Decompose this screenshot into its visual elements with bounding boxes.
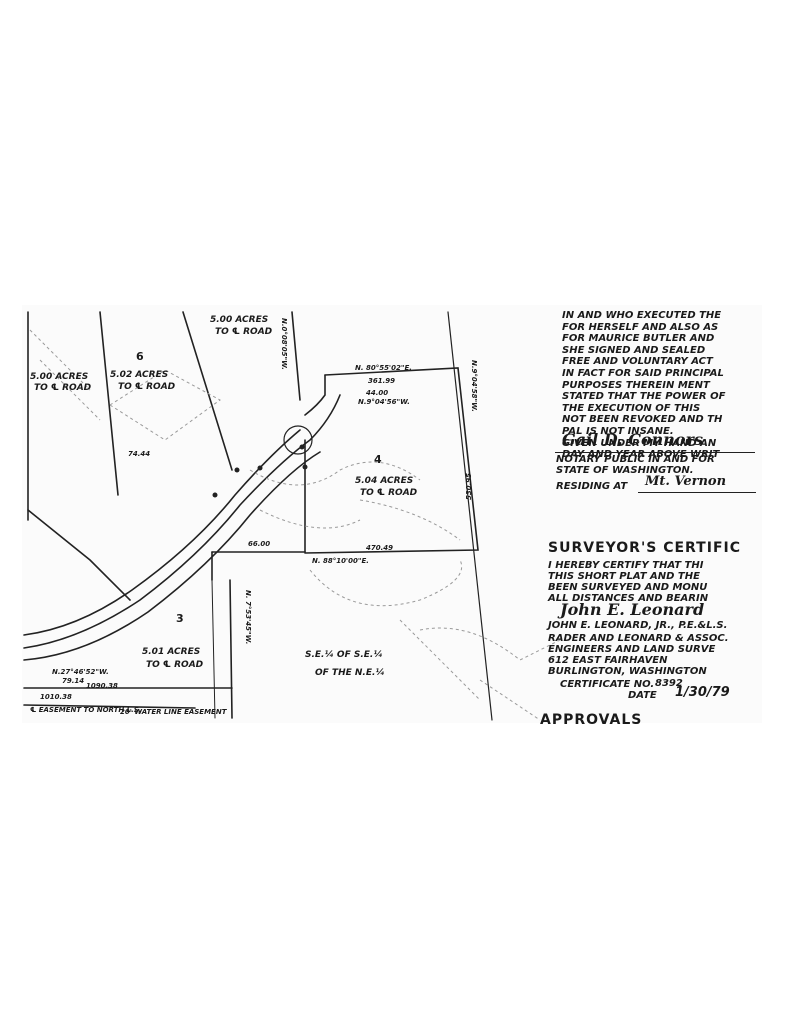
- bearing-right: N.9°04'58"W.: [470, 360, 478, 412]
- lot6-acres: 5.02 ACRES: [110, 370, 169, 380]
- lot-number-6: 6: [136, 350, 144, 363]
- bearing-top: N. 80°55'02"E.: [355, 364, 412, 372]
- notary-line: FOR MAURICE BUTLER AND: [562, 333, 715, 345]
- notary-line: FREE AND VOLUNTARY ACT: [562, 356, 713, 368]
- approvals-heading: APPROVALS: [540, 712, 643, 724]
- bearing-lot3: N. 7°53'45"W.: [244, 590, 252, 645]
- residing-label: RESIDING AT: [556, 481, 628, 492]
- notary-line: FOR HERSELF AND ALSO AS: [562, 321, 719, 333]
- surveyor-line: I HEREBY CERTIFY THAT THI: [548, 560, 704, 571]
- notary-line: SHE SIGNED AND SEALED: [562, 344, 706, 356]
- notary-block: IN AND WHO EXECUTED THE FOR HERSELF AND …: [562, 310, 762, 461]
- surveyor-name: JOHN E. LEONARD, JR., P.E.&L.S.: [548, 620, 728, 631]
- notary-line: DAY AND YEAR ABOVE WRIT: [562, 449, 720, 461]
- lot5-road: TO ℄ ROAD: [215, 327, 273, 337]
- lot4-boundary: [304, 367, 479, 554]
- quarter-section-line2: OF THE N.E.¼: [315, 668, 385, 678]
- lot3-road: TO ℄ ROAD: [146, 660, 204, 670]
- bearing-bottom: N. 88°10'00"E.: [312, 557, 369, 565]
- surveyor-city: BURLINGTON, WASHINGTON: [548, 666, 707, 677]
- south-easement: ℄ EASEMENT TO NORTH L.S.: [30, 706, 142, 714]
- residing-value: Mt. Vernon: [645, 474, 727, 489]
- bearing-easement: N.27°46'52"W.: [52, 668, 109, 676]
- dist-1090: 1090.38: [86, 682, 118, 690]
- notary-line: NOT BEEN REVOKED AND TH: [562, 414, 723, 426]
- notary-line: PURPOSES THEREIN MENT: [562, 379, 710, 391]
- cert-label: CERTIFICATE NO.: [560, 679, 655, 690]
- lot-number-3: 3: [176, 612, 184, 625]
- date-label: DATE: [628, 690, 657, 701]
- scanned-plat-region: [22, 305, 762, 723]
- bearing-mid: N.9°04'56"W.: [358, 398, 410, 406]
- notary-line: IN FACT FOR SAID PRINCIPAL: [562, 367, 724, 379]
- residing-underline: [638, 492, 756, 493]
- dist-easement: 79.14: [62, 677, 85, 685]
- water-easement: 20' WATER LINE EASEMENT: [120, 708, 227, 716]
- surveyor-address: 612 EAST FAIRHAVEN: [548, 655, 668, 666]
- surveyor-heading: SURVEYOR'S CERTIFIC: [548, 540, 741, 556]
- surveyor-firm1: RADER AND LEONARD & ASSOC.: [548, 633, 729, 644]
- surveyor-line: THIS SHORT PLAT AND THE: [548, 571, 700, 582]
- lot7-road: TO ℄ ROAD: [34, 383, 92, 393]
- lot5-acres: 5.00 ACRES: [210, 315, 269, 325]
- lot6-road: TO ℄ ROAD: [118, 382, 176, 392]
- surveyor-line: ALL DISTANCES AND BEARIN: [548, 593, 709, 604]
- surveyor-firm2: ENGINEERS AND LAND SURVE: [548, 644, 716, 655]
- dist-top: 361.99: [368, 377, 396, 385]
- lot4-road: TO ℄ ROAD: [360, 488, 418, 498]
- dist-bottom: 470.49: [366, 544, 394, 552]
- notary-line: STATED THAT THE POWER OF: [562, 391, 726, 403]
- dist-right: 530.95: [465, 472, 473, 500]
- notary-title2: STATE OF WASHINGTON.: [556, 465, 694, 476]
- notary-signature-line: [555, 452, 755, 453]
- notary-line: IN AND WHO EXECUTED THE: [562, 310, 722, 321]
- notary-line: GIVEN UNDER MY HAND AN: [562, 437, 717, 449]
- cert-number: 8392: [655, 678, 683, 689]
- bearing-left-edge: N.0°08'05"W.: [280, 318, 288, 370]
- surveyor-signature: John E. Leonard: [560, 600, 705, 619]
- dist-1010: 1010.38: [40, 693, 72, 701]
- dist-66: 66.00: [248, 540, 271, 548]
- dist-74: 74.44: [128, 450, 151, 458]
- notary-title1: NOTARY PUBLIC IN AND FOR: [556, 454, 715, 465]
- dist-44: 44.00: [366, 389, 389, 397]
- quarter-section-line1: S.E.¼ OF S.E.¼: [305, 650, 383, 660]
- lot3-acres: 5.01 ACRES: [142, 647, 201, 657]
- lot4-acres: 5.04 ACRES: [355, 476, 414, 486]
- lot7-acres: 5.00 ACRES: [30, 372, 89, 382]
- lot-number-4: 4: [374, 453, 382, 466]
- notary-line: PAL IS NOT INSANE.: [562, 425, 674, 437]
- date-value: 1/30/79: [675, 685, 730, 700]
- surveyor-line: BEEN SURVEYED AND MONU: [548, 582, 708, 593]
- notary-line: THE EXECUTION OF THIS: [562, 402, 701, 414]
- notary-signature: Gail D. Connors: [562, 430, 703, 449]
